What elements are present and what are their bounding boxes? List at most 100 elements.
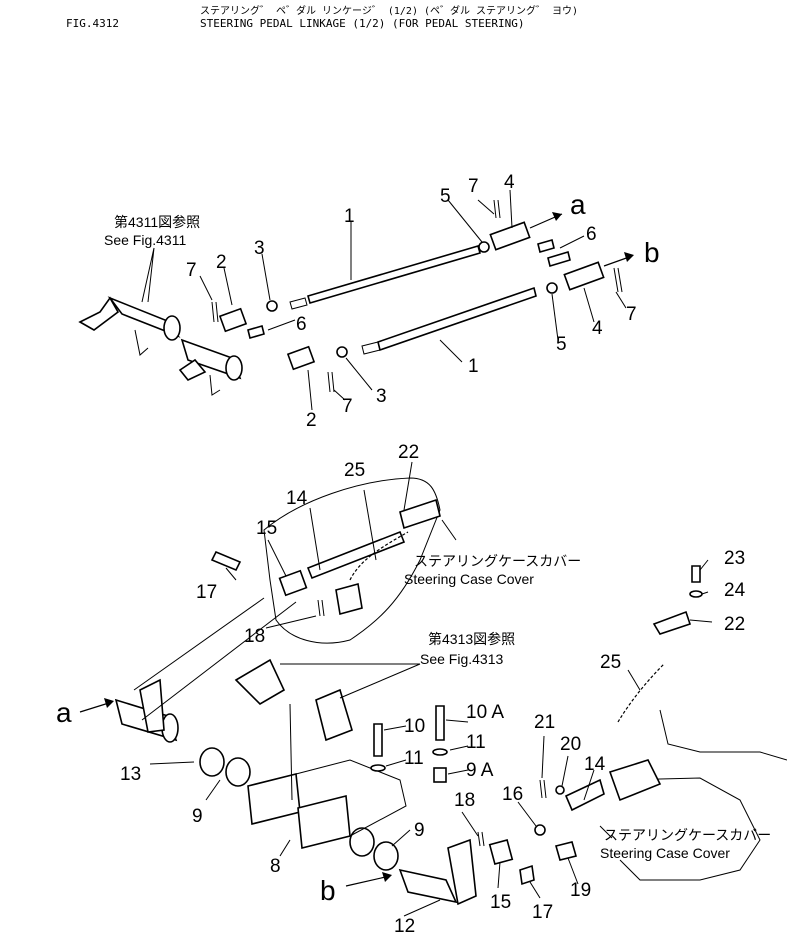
arrow-b-lower-line	[345, 875, 391, 887]
pedal-shaft-lower	[178, 338, 243, 396]
callout-22-left: 22	[398, 442, 419, 463]
yoke-right-lower	[563, 261, 605, 291]
yoke-left-lower	[286, 345, 316, 371]
housing-8-plate	[295, 759, 407, 837]
yoke-right-upper	[489, 221, 531, 251]
callout-7-b: 7	[342, 396, 353, 417]
yoke-left-upper	[218, 307, 248, 333]
title-english: STEERING PEDAL LINKAGE (1/2) (FOR PEDAL …	[200, 17, 525, 30]
lever-upper	[234, 658, 286, 706]
cotter-pin-7-a	[211, 301, 219, 323]
cover-right-en: Steering Case Cover	[600, 845, 730, 861]
cotter-pin-21	[539, 779, 547, 799]
arrow-b-lower-label: b	[320, 875, 336, 906]
pedal-pipe-12	[398, 868, 458, 904]
steering-case-cover-right	[619, 777, 761, 881]
cotter-pin-7-d	[613, 267, 623, 293]
rod-lower	[361, 286, 537, 355]
cotter-pin-7-b	[327, 371, 335, 393]
yoke-15-right	[488, 839, 514, 865]
bolt-17-left	[210, 550, 242, 572]
case-cover-right-top	[659, 709, 787, 761]
figure-number: FIG.4312	[66, 17, 119, 30]
nut-3-upper	[266, 300, 278, 312]
callout-25-left: 25	[344, 460, 365, 481]
callout-9A: 9 A	[466, 760, 494, 781]
spring-25-left	[349, 531, 409, 581]
arrow-b-lower-head	[382, 872, 392, 882]
pedal-arm-12	[447, 838, 477, 906]
cotter-pin-18-right	[477, 831, 485, 847]
cover-left-jp: ステアリングケースカバー	[414, 553, 581, 569]
callout-18-right: 18	[454, 790, 475, 811]
bolt-17-right	[519, 864, 535, 886]
callout-5-upper: 5	[440, 186, 451, 207]
washer-11-b	[432, 748, 448, 756]
callout-11-b: 11	[466, 732, 486, 753]
callout-21: 21	[534, 712, 555, 733]
steering-case-cover-left	[263, 477, 441, 644]
callout-6-right: 6	[586, 224, 597, 245]
title-japanese: ステアリング゛ ペ゛ダル リンケージ゛ (1/2) (ペ゛ダル ステアリング゛ …	[200, 6, 579, 17]
washer-20	[555, 785, 565, 795]
bushing-9-b	[225, 757, 251, 787]
arrow-a-lower-head	[104, 698, 114, 708]
washer-11-a	[370, 764, 386, 772]
cover-left-en: Steering Case Cover	[404, 571, 534, 587]
callout-20: 20	[560, 734, 581, 755]
bushing-9-c	[349, 827, 375, 857]
callout-16: 16	[502, 784, 523, 805]
pin-6-right-upper	[537, 239, 555, 253]
callout-1-upper: 1	[344, 206, 355, 227]
cover-right-jp: ステアリングケースカバー	[604, 827, 771, 843]
callout-23: 23	[724, 548, 745, 569]
bushing-9-a	[199, 747, 225, 777]
callout-7-a: 7	[186, 260, 197, 281]
callout-7-d: 7	[626, 304, 637, 325]
bolt-10A	[435, 705, 445, 741]
bracket-14-right	[564, 778, 605, 812]
callout-2-upper: 2	[216, 252, 227, 273]
cotter-pin-7-c	[493, 199, 501, 219]
bracket-right	[608, 759, 662, 802]
bracket-14-left	[306, 530, 406, 580]
nut-5-lower	[546, 282, 558, 294]
housing-8-right	[297, 794, 351, 850]
block-left	[335, 582, 363, 616]
ref-4311-jp: 第4311図参照	[114, 214, 200, 230]
spring-25-right	[617, 663, 665, 723]
callout-22-right: 22	[724, 614, 745, 635]
callout-19: 19	[570, 880, 591, 901]
bracket-22-right	[652, 610, 692, 635]
callout-11-a: 11	[404, 748, 424, 769]
bracket-22-left	[399, 498, 441, 530]
callout-15-left: 15	[256, 518, 277, 539]
nut-9A	[433, 767, 447, 783]
callout-17-right: 17	[532, 902, 553, 923]
callout-10: 10	[404, 716, 425, 737]
callout-2-lower: 2	[306, 410, 317, 431]
callout-9-left: 9	[192, 806, 203, 827]
callout-12: 12	[394, 916, 415, 935]
arrow-a-lower-label: a	[56, 697, 72, 728]
callout-25-right: 25	[600, 652, 621, 673]
callout-8: 8	[270, 856, 281, 877]
callout-3-lower: 3	[376, 386, 387, 407]
pin-6-left	[247, 325, 265, 339]
callout-13: 13	[120, 764, 141, 785]
arrow-a-upper-head	[552, 212, 562, 221]
washer-24	[689, 590, 703, 598]
callout-10A: 10 A	[466, 702, 504, 723]
bushing-9-d	[373, 841, 399, 871]
arrow-b-upper-label: b	[644, 237, 660, 268]
callout-5-lower: 5	[556, 334, 567, 355]
callout-7-c: 7	[468, 176, 479, 197]
pedal-shaft-upper	[78, 296, 181, 356]
callout-24: 24	[724, 580, 746, 601]
ref-4311-en: See Fig.4311	[104, 232, 186, 248]
nut-5-upper	[478, 241, 490, 253]
nut-3-lower	[336, 346, 348, 358]
cotter-pin-18-left	[317, 599, 325, 617]
pin-6-right-lower	[547, 250, 571, 268]
